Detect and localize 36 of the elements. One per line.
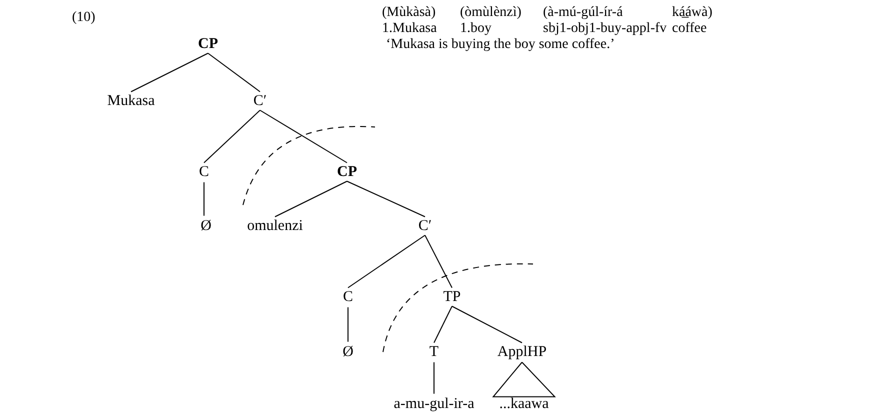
- null-symbol: Ø: [342, 344, 354, 360]
- tree-branch: [346, 180, 426, 218]
- gloss-word: ká̲áwà): [672, 5, 712, 20]
- phrase-label: C′: [418, 218, 432, 234]
- word-label: a-mu-gul-ir-a: [394, 396, 474, 412]
- gloss-morpheme: sbj1-obj1-buy-appl-fv: [543, 21, 667, 36]
- triangle-connector: [492, 362, 556, 398]
- tree-branch: [260, 110, 348, 164]
- gloss-word: (òmùlènzì): [460, 5, 522, 20]
- tree-branch: [434, 306, 452, 344]
- example-number: (10): [72, 10, 96, 26]
- phrase-label: CP: [198, 36, 218, 52]
- translation-text: ‘Mukasa is buying the boy some coffee.’: [386, 37, 615, 52]
- gloss-word: (Mùkàsà): [382, 5, 436, 20]
- tree-branch: [130, 52, 208, 92]
- phrase-label: C′: [253, 92, 267, 110]
- tree-branch: [208, 52, 260, 92]
- phrase-label: T: [429, 344, 439, 360]
- tree-branch: [452, 306, 522, 344]
- tree-branch: [424, 234, 452, 288]
- phrase-label: TP: [443, 288, 461, 306]
- gloss-morpheme: 1.boy: [460, 21, 492, 36]
- tree-branch: [204, 110, 260, 164]
- phrase-label: CP: [337, 164, 357, 180]
- phrase-label: C: [199, 164, 209, 180]
- tree-branch: [348, 234, 426, 288]
- word-label: Mukasa: [107, 92, 155, 110]
- gloss-morpheme: 1.Mukasa: [382, 21, 437, 36]
- phrase-label: C: [343, 288, 353, 306]
- phrase-label: ApplHP: [497, 344, 547, 360]
- word-label: ...kaawa: [499, 396, 549, 412]
- gloss-morpheme: coffee: [672, 21, 707, 36]
- tree-branch: [274, 180, 348, 218]
- gloss-word: (à-mú-gúl-ír-á: [543, 5, 623, 20]
- null-symbol: Ø: [200, 218, 212, 234]
- word-label: omulenzi: [247, 218, 303, 234]
